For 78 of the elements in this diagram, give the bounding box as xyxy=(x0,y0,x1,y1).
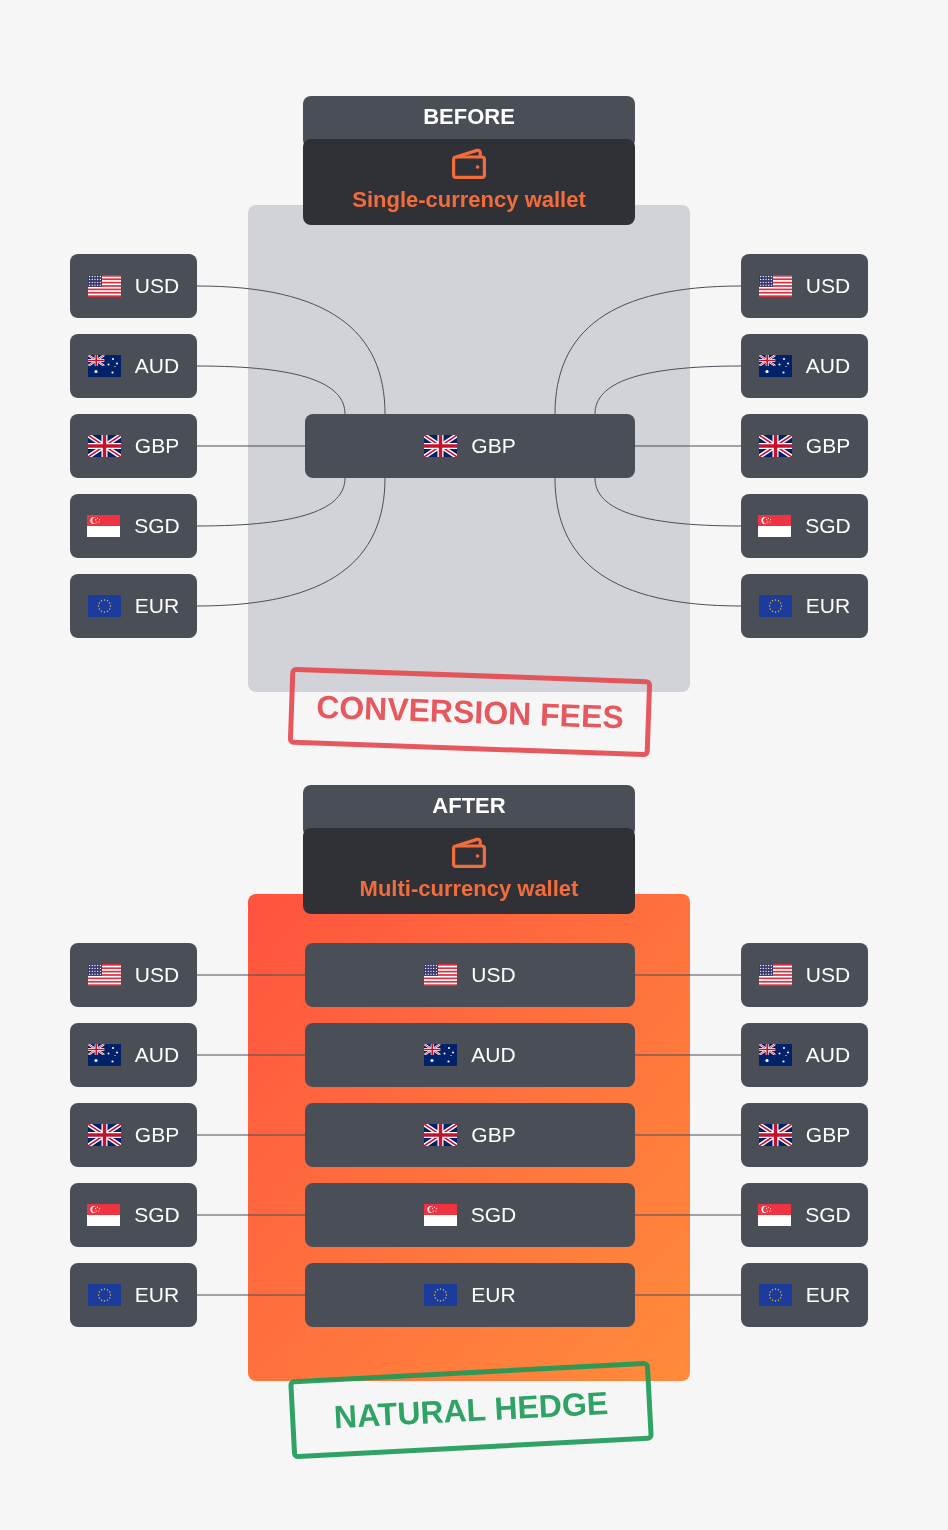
currency-code: SGD xyxy=(470,1202,517,1228)
connector-line xyxy=(196,365,346,415)
currency-code: EUR xyxy=(805,1282,851,1308)
currency-code: EUR xyxy=(134,1282,180,1308)
currency-card xyxy=(70,1103,197,1167)
stamp: NATURAL HEDGE xyxy=(288,1360,654,1460)
currency-card xyxy=(305,1183,635,1247)
currency-code: GBP xyxy=(471,433,516,459)
wallet-header xyxy=(303,828,635,914)
currency-card xyxy=(70,254,197,318)
connector-line xyxy=(554,285,742,415)
connector-line xyxy=(196,1214,306,1216)
currency-card xyxy=(70,1263,197,1327)
connector-line xyxy=(634,1214,742,1216)
currency-code: AUD xyxy=(134,1042,180,1068)
wallet-title: Multi-currency wallet xyxy=(359,876,579,902)
currency-card xyxy=(741,1023,868,1087)
connector-line xyxy=(634,445,742,447)
currency-code: USD xyxy=(471,962,516,988)
currency-card xyxy=(741,1103,868,1167)
currency-code: EUR xyxy=(134,593,180,619)
currency-code: GBP xyxy=(805,433,851,459)
currency-code: GBP xyxy=(471,1122,516,1148)
currency-card xyxy=(741,334,868,398)
wallet-header xyxy=(303,139,635,225)
connector-line xyxy=(196,974,306,976)
currency-card xyxy=(741,1183,868,1247)
currency-card xyxy=(305,414,635,478)
connector-line xyxy=(634,1054,742,1056)
currency-code: USD xyxy=(805,273,851,299)
currency-card xyxy=(70,334,197,398)
connector-line xyxy=(196,477,346,527)
currency-code: USD xyxy=(134,273,180,299)
currency-card xyxy=(70,1183,197,1247)
currency-code: GBP xyxy=(134,1122,180,1148)
currency-card xyxy=(305,1263,635,1327)
currency-card xyxy=(305,1103,635,1167)
currency-code: SGD xyxy=(134,1202,180,1228)
currency-card xyxy=(70,574,197,638)
currency-code: SGD xyxy=(805,1202,851,1228)
currency-code: AUD xyxy=(805,1042,851,1068)
currency-card xyxy=(70,494,197,558)
connector-line xyxy=(554,477,742,607)
connector-line xyxy=(196,1294,306,1296)
connector-line xyxy=(196,1134,306,1136)
currency-code: AUD xyxy=(471,1042,516,1068)
currency-code: EUR xyxy=(805,593,851,619)
currency-card xyxy=(305,1023,635,1087)
wallet-title: Single-currency wallet xyxy=(352,187,586,213)
stamp: CONVERSION FEES xyxy=(287,666,653,758)
currency-card xyxy=(305,943,635,1007)
currency-card xyxy=(70,1023,197,1087)
currency-code: EUR xyxy=(471,1282,516,1308)
connector-line xyxy=(594,365,742,415)
currency-card xyxy=(70,414,197,478)
connector-line xyxy=(196,477,386,607)
connector-line xyxy=(594,477,742,527)
connector-line xyxy=(196,445,306,447)
currency-card xyxy=(741,1263,868,1327)
currency-card xyxy=(70,943,197,1007)
currency-card xyxy=(741,574,868,638)
currency-code: AUD xyxy=(134,353,180,379)
currency-code: USD xyxy=(134,962,180,988)
currency-card xyxy=(741,943,868,1007)
connector-line xyxy=(196,1054,306,1056)
currency-card xyxy=(741,254,868,318)
connector-line xyxy=(634,974,742,976)
currency-code: SGD xyxy=(805,513,851,539)
currency-code: SGD xyxy=(134,513,180,539)
currency-code: GBP xyxy=(134,433,180,459)
currency-card xyxy=(741,414,868,478)
connector-line xyxy=(196,285,386,415)
connector-line xyxy=(634,1134,742,1136)
connector-line xyxy=(634,1294,742,1296)
currency-card xyxy=(741,494,868,558)
currency-code: USD xyxy=(805,962,851,988)
currency-code: AUD xyxy=(805,353,851,379)
currency-code: GBP xyxy=(805,1122,851,1148)
